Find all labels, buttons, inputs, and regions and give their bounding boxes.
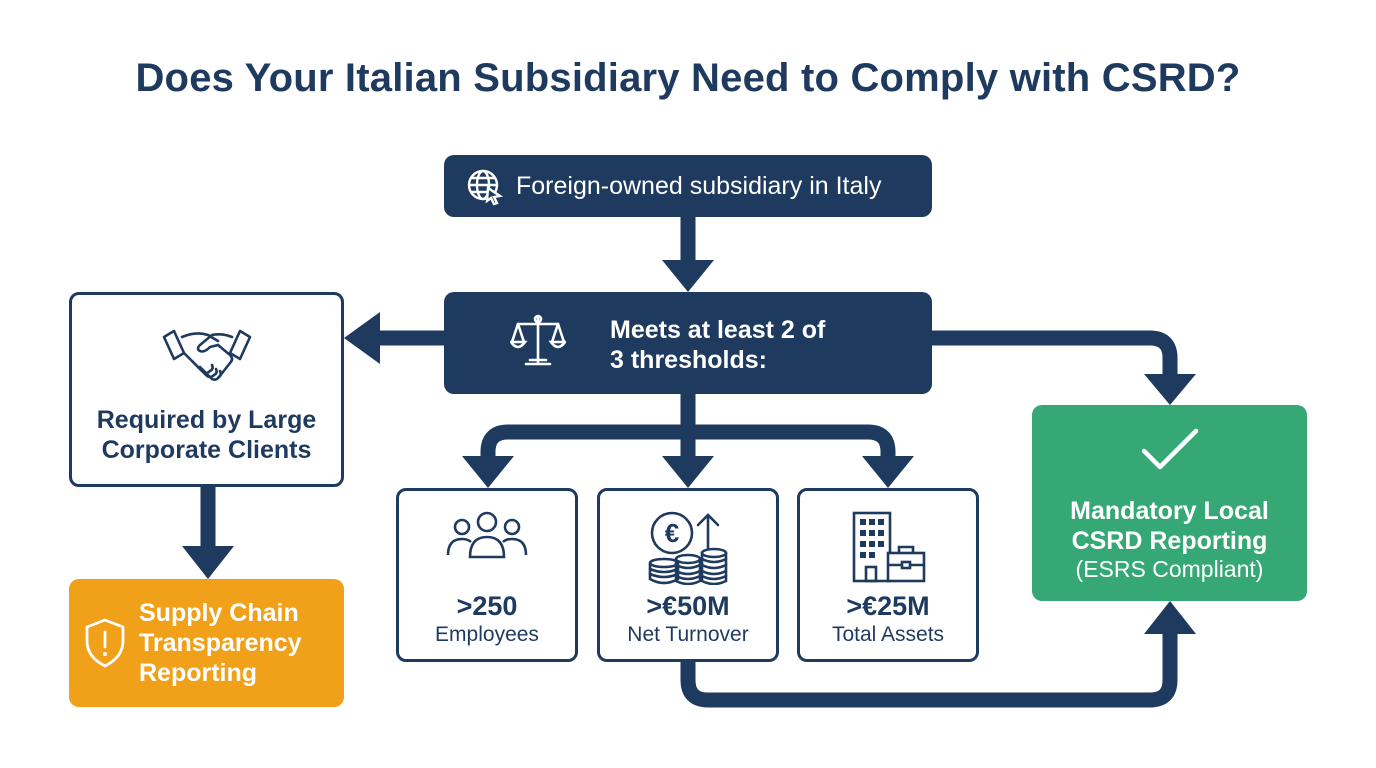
clients-label-line2: Corporate Clients [101,436,312,464]
checkmark-icon [1140,427,1200,478]
connector-thresholds-criteria [480,394,896,460]
supply-chain-line1: Supply Chain [139,599,299,627]
supply-chain-label: Supply Chain Transparency Reporting [139,598,302,688]
scales-icon [508,312,568,375]
arrowhead-clients [344,312,380,364]
assets-value: >€25M [846,591,930,621]
building-briefcase-icon [848,509,928,590]
supply-chain-line3: Reporting [139,659,258,687]
mandatory-label: Mandatory Local CSRD Reporting [1032,496,1307,556]
mandatory-label-line1: Mandatory Local [1070,497,1269,525]
mandatory-sub: (ESRS Compliant) [1075,556,1264,582]
assets-label: Total Assets [831,623,945,646]
thresholds-label-line1: Meets at least 2 of [610,316,826,344]
assets-threshold-card: >€25M Total Assets [797,488,979,662]
svg-text:€: € [665,518,679,548]
handshake-icon [162,323,252,388]
thresholds-label: Meets at least 2 of 3 thresholds: [610,315,870,375]
turnover-value: >€50M [646,591,730,621]
arrowhead-turnover [662,456,714,488]
globe-cursor-icon [466,168,504,211]
employees-label: Employees [435,623,539,646]
employees-threshold-card: >250 Employees [396,488,578,662]
start-node: Foreign-owned subsidiary in Italy [444,155,932,217]
clients-label-line1: Required by Large [96,406,317,434]
supply-chain-line2: Transparency [139,629,302,657]
thresholds-node: Meets at least 2 of 3 thresholds: [444,292,932,394]
arrowhead-employees [462,456,514,488]
page-title: Does Your Italian Subsidiary Need to Com… [135,56,1241,100]
thresholds-label-line2: 3 thresholds: [610,346,767,374]
supply-chain-node: Supply Chain Transparency Reporting [69,579,344,707]
arrowhead-thresholds [662,260,714,292]
arrowhead-supply [182,546,234,579]
turnover-threshold-card: € >€50M Net Turnover [597,488,779,662]
connector-criteria-mandatory [680,632,1178,708]
shield-alert-icon [83,617,127,674]
arrowhead-assets [862,456,914,488]
clients-label: Required by Large Corporate Clients [72,405,341,465]
connector-thresholds-mandatory [932,330,1178,378]
euro-coins-icon: € [646,509,730,590]
arrowhead-mandatory-bottom [1144,601,1196,634]
employees-value: >250 [456,591,518,621]
clients-node: Required by Large Corporate Clients [69,292,344,487]
mandatory-label-line2: CSRD Reporting [1071,527,1268,555]
mandatory-node: Mandatory Local CSRD Reporting (ESRS Com… [1032,405,1307,601]
people-icon [446,509,528,566]
arrowhead-mandatory-top [1144,374,1196,405]
turnover-label: Net Turnover [627,623,749,646]
start-label: Foreign-owned subsidiary in Italy [516,172,882,200]
